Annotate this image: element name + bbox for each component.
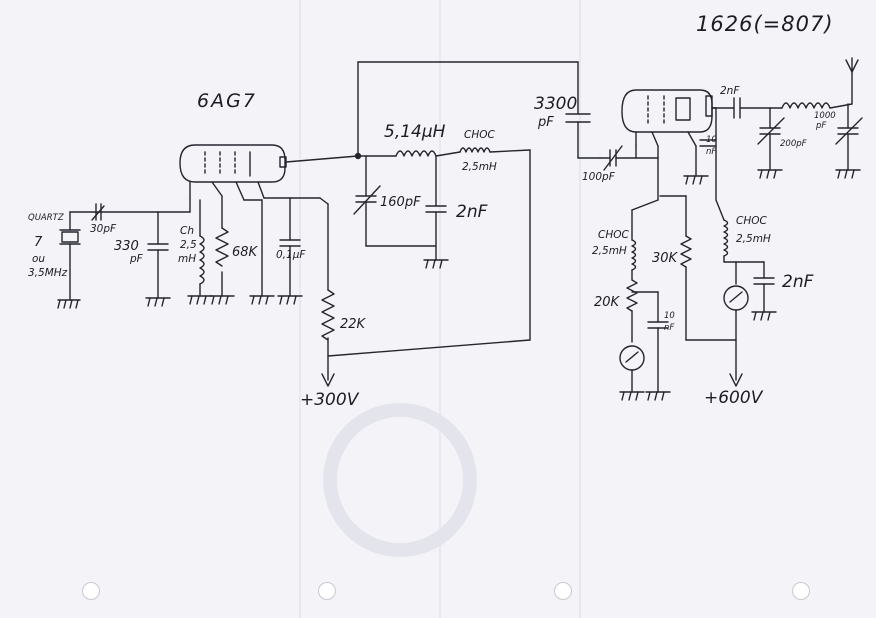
supply-600v-label: +600V [704,388,763,408]
choc3-label: CHOC [736,215,767,227]
cap-3300pf-value: 3300 [534,94,578,114]
cap-10nf-screen-value: 10 [706,135,717,145]
quartz-freq-3-5: 3,5MHz [28,267,68,279]
cap-3300pf-unit: pF [538,115,554,130]
quartz-or: ou [32,253,46,265]
tube-label-6ag7: 6AG7 [197,90,257,112]
cap-1000pf-unit: pF [816,121,827,131]
supply-300v-label: +300V [300,390,359,410]
quartz-freq-7: 7 [34,235,43,250]
res-20k-label: 20K [594,295,620,310]
cap-2nf-b-label: 2nF [782,272,814,292]
punch-hole [82,582,100,600]
paper-folds [299,0,581,618]
res-22k-label: 22K [340,317,366,332]
cap-1000pf-value: 1000 [814,111,836,121]
cap-10nf-cathode-value: 10 [664,311,675,321]
cap-330pf-label-value: 330 [114,239,139,254]
punch-hole [792,582,810,600]
punch-hole [554,582,572,600]
tube-807 [621,89,713,147]
grid-circuit [57,199,191,309]
tube-6ag7 [179,144,287,201]
punch-hole [318,582,336,600]
choke-ch-value: 2,5 [180,239,197,251]
cap-160pf-label: 160pF [380,195,421,210]
coil-5-14uh-label: 5,14µH [384,122,446,142]
cap-330pf-label-unit: pF [130,253,143,265]
cap-100pf-label: 100pF [582,171,615,183]
cap-10nf-cathode-unit: nF [664,323,675,333]
cathode-circuit [187,149,531,387]
quartz-label: QUARTZ [28,213,64,223]
cap-2nf-tank-label: 2nF [456,202,488,222]
choc2-label: CHOC [598,229,629,241]
choke-ch-unit: mH [178,253,197,265]
res-68k-label: 68K [232,245,258,260]
title-1626: 1626(=807) [696,12,834,36]
res-30k-label: 30K [652,251,678,266]
choc1-label: CHOC [464,129,495,141]
cap-01uf-label: 0,1µF [276,249,306,261]
cap-2nf-out-label: 2nF [720,85,740,97]
watermark-ring [323,403,477,557]
cap-30pf-label: 30pF [90,223,117,235]
choc1-value: 2,5mH [462,161,497,173]
choc3-value: 2,5mH [736,233,771,245]
cap-200pf-label: 200pF [780,139,807,149]
pa-circuit [599,57,863,401]
choc2-value: 2,5mH [592,245,627,257]
plate-tank [285,61,601,269]
cap-10nf-screen-unit: nF [706,147,717,157]
choke-ch-label: Ch [180,225,194,237]
